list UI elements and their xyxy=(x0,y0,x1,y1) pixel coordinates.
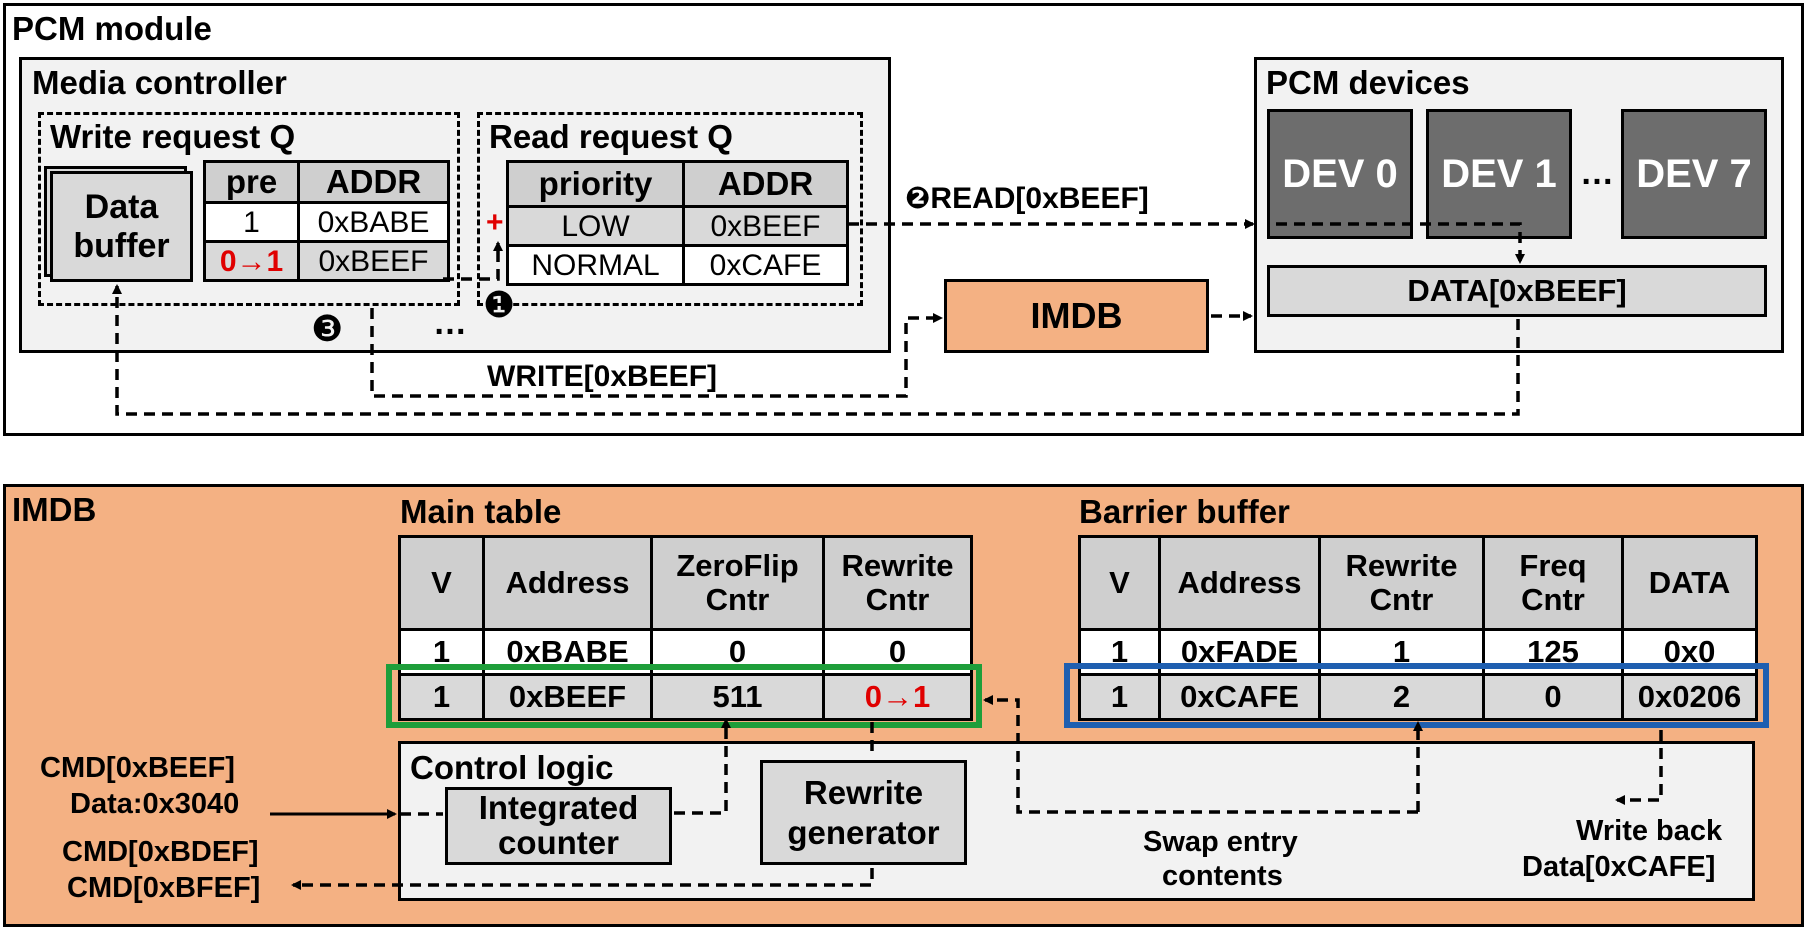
write-back-line-2: Data[0xCAFE] xyxy=(1522,851,1716,883)
pcm-devices-title: PCM devices xyxy=(1266,64,1470,101)
main-table-highlight xyxy=(386,664,982,728)
swap-label-line-2: contents xyxy=(1162,860,1283,892)
write-queue-header: pre xyxy=(203,160,300,204)
rewrite-generator-label: Rewrite generator xyxy=(787,773,940,851)
read-request-queue xyxy=(477,112,863,306)
barrier-buffer-header: Freq Cntr xyxy=(1482,535,1624,631)
swap-label-line-1: Swap entry xyxy=(1143,826,1298,858)
read-request-queue-title: Read request Q xyxy=(489,118,733,155)
write-queue-cell: 1 xyxy=(203,201,300,243)
integrated-counter: Integrated counter xyxy=(445,787,672,865)
data-bar: DATA[0xBEEF] xyxy=(1267,265,1767,317)
device-0: DEV 0 xyxy=(1267,109,1413,239)
write-request-queue-title: Write request Q xyxy=(50,118,296,155)
cmd-out-line-2: CMD[0xBFEF] xyxy=(67,872,261,904)
device-1: DEV 1 xyxy=(1426,109,1572,239)
swap-arrow-to-main xyxy=(983,695,1418,814)
barrier-buffer-cell: 0x0206 xyxy=(1621,673,1758,721)
ellipsis: … xyxy=(433,304,467,342)
step-2-read-label: ❷READ[0xBEEF] xyxy=(905,182,1149,215)
main-table-cell: 1 xyxy=(398,673,485,721)
step-3-marker: ❸ xyxy=(311,308,344,349)
write-queue-cell: 0xBABE xyxy=(297,201,450,243)
main-table-cell-rewrite-changed: 0→1 xyxy=(822,673,973,721)
main-table-cell: 0xBEEF xyxy=(482,673,653,721)
main-table-cell: 511 xyxy=(650,673,825,721)
write-back-arrow xyxy=(1615,730,1663,805)
data-bar-label: DATA[0xBEEF] xyxy=(1407,273,1627,308)
barrier-buffer-cell: 0 xyxy=(1482,673,1624,721)
main-table-header: V xyxy=(398,535,485,631)
read-queue-cell: LOW xyxy=(506,205,685,247)
write-arrow xyxy=(370,308,943,398)
data-buffer: Data buffer xyxy=(50,171,193,282)
device-7: DEV 7 xyxy=(1621,109,1767,239)
device-0-label: DEV 0 xyxy=(1282,151,1398,196)
barrier-buffer-title: Barrier buffer xyxy=(1079,493,1290,530)
media-controller-title: Media controller xyxy=(32,64,287,101)
write-queue-header: ADDR xyxy=(297,160,450,204)
priority-raise-arrow xyxy=(443,241,503,281)
read-queue-header: priority xyxy=(506,160,685,208)
barrier-buffer-header: Address xyxy=(1158,535,1321,631)
read-queue-table: priority ADDR LOW 0xBEEF NORMAL 0xCAFE xyxy=(506,160,849,286)
barrier-buffer-cell: 1 xyxy=(1078,673,1161,721)
counter-to-table-arrow xyxy=(674,718,731,815)
read-queue-cell: 0xBEEF xyxy=(682,205,849,247)
priority-plus-marker: + xyxy=(486,206,504,239)
pcm-module-title: PCM module xyxy=(12,10,212,47)
imdb-title: IMDB xyxy=(12,491,97,528)
write-queue-table: pre ADDR 1 0xBABE 0→1 0xBEEF xyxy=(203,160,450,282)
barrier-buffer-header: DATA xyxy=(1621,535,1758,631)
barrier-buffer-header: V xyxy=(1078,535,1161,631)
cmd-in-line-1: CMD[0xBEEF] xyxy=(40,752,235,784)
devices-ellipsis: … xyxy=(1580,154,1614,192)
read-queue-cell: 0xCAFE xyxy=(682,244,849,286)
barrier-buffer-cell: 2 xyxy=(1318,673,1485,721)
device-1-label: DEV 1 xyxy=(1441,151,1557,196)
barrier-buffer-cell: 0xCAFE xyxy=(1158,673,1321,721)
device-to-data-arrow xyxy=(1276,222,1525,264)
imdb-box: IMDB xyxy=(944,279,1209,353)
write-request-queue xyxy=(38,112,460,306)
step-1-marker: ❶ xyxy=(483,284,516,325)
cmd-out-line-1: CMD[0xBDEF] xyxy=(62,836,259,868)
write-label: WRITE[0xBEEF] xyxy=(487,360,718,393)
read-queue-cell: NORMAL xyxy=(506,244,685,286)
data-buffer-label: Data buffer xyxy=(73,187,170,265)
read-queue-header: ADDR xyxy=(682,160,849,208)
barrier-buffer-header: Rewrite Cntr xyxy=(1318,535,1485,631)
main-table-header: Rewrite Cntr xyxy=(822,535,973,631)
barrier-buffer-cell: 0xFADE xyxy=(1158,628,1321,676)
rewrite-generator: Rewrite generator xyxy=(760,760,967,865)
main-table-header: ZeroFlip Cntr xyxy=(650,535,825,631)
cmd-in-line-2: Data:0x3040 xyxy=(70,788,240,820)
device-7-label: DEV 7 xyxy=(1636,151,1752,196)
main-table-header: Address xyxy=(482,535,653,631)
write-queue-cell: 0xBEEF xyxy=(297,240,450,282)
imdb-box-label: IMDB xyxy=(1030,295,1123,336)
control-logic-title: Control logic xyxy=(410,749,614,786)
write-back-line-1: Write back xyxy=(1576,815,1723,847)
main-table-title: Main table xyxy=(400,493,562,530)
barrier-buffer-table: V Address Rewrite Cntr Freq Cntr DATA 1 … xyxy=(1078,535,1758,721)
cmd-out-arrow xyxy=(291,868,874,890)
data-return-arrow xyxy=(112,284,1520,416)
write-queue-cell-pre-changed: 0→1 xyxy=(203,240,300,282)
integrated-counter-label: Integrated counter xyxy=(478,789,639,861)
